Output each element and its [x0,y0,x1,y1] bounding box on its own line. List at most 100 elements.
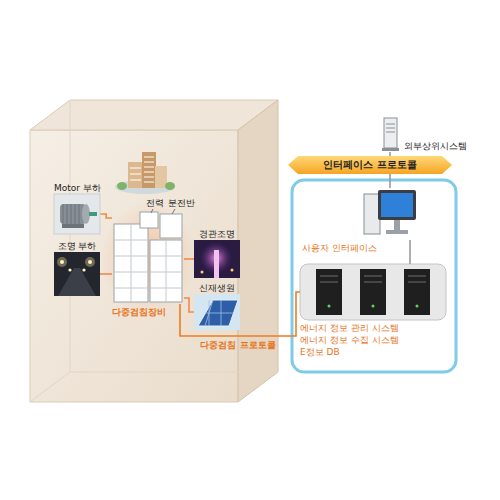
led [372,305,375,308]
lamp-glow [57,257,67,267]
server-base [382,148,399,151]
lamp-glow [85,257,95,267]
building-front [30,130,238,402]
building-floor [30,372,278,402]
source-node-text: 경관조명 [194,228,240,240]
stand [394,220,400,230]
server-case [384,118,397,148]
protocol-band [288,156,452,174]
source-node-text: 신재생원 [194,282,240,294]
server-tray [300,264,446,320]
computer-node: 사용자 인터페이스 [302,188,422,254]
solar-picture [194,294,240,330]
cabinet [114,224,148,302]
lamp [60,260,64,264]
computer-icon [364,190,416,234]
road [58,268,96,296]
building-side [238,100,278,402]
cabinet-lines [114,224,148,302]
cabinet [150,240,182,302]
protocol-band: 인터페이스 프로토콜 [288,156,452,174]
building-edge [70,100,71,372]
picture-frame [194,294,240,330]
part-label: 분전반 [168,197,195,209]
server-node-text: 에너지 정보 수집 시스템 [300,334,446,346]
icon-tower [155,166,167,188]
load-node-text: 조명 부하 [54,240,100,252]
connector [409,240,411,264]
lamp [88,260,92,264]
picture-area [54,194,100,234]
tower [214,250,219,278]
lamp [68,268,71,271]
system-panel: 사용자 인터페이스에너지 정보 관리 시스템에너지 정보 수집 시스템E정보 D… [292,180,456,372]
protocol-band-text: 인터페이스 프로토콜 [288,156,452,174]
landscape-picture [194,240,240,278]
icon-tower [128,162,143,188]
connector [389,174,391,188]
picture-area [112,212,184,304]
picture-area [362,188,418,240]
picture-area [380,118,400,152]
panel-box [160,214,182,238]
building-icon [115,152,175,194]
stand-base [386,230,408,234]
server-node-text: 에너지 정보 관리 시스템 [300,322,446,334]
source-node: 경관조명 [194,228,240,278]
server-node: 에너지 정보 관리 시스템에너지 정보 수집 시스템E정보 DB [300,264,446,358]
part-label: 전력 [146,197,164,209]
icon-windows [130,157,154,182]
load-node: 조명 부하 [54,240,100,296]
connector [184,258,194,260]
light [201,271,204,274]
monitor [378,190,416,220]
picture-area [300,264,446,320]
cabinet-glow [100,202,196,314]
load-node: Motor 부하 [54,182,101,234]
panel-grid [205,300,234,326]
server-rack [300,264,446,320]
connector [100,273,112,275]
screen [381,193,413,217]
meter-box [140,212,158,228]
server-icon [382,118,399,151]
picture-area [194,240,240,278]
picture-frame [54,252,100,296]
led [328,305,331,308]
picture-area [54,252,100,296]
load-node-text: Motor 부하 [54,182,101,194]
led [416,305,419,308]
building-top [30,100,278,130]
connector [180,292,300,336]
server-slots [386,124,395,132]
solar-panel [198,300,238,326]
leader-line [151,209,153,213]
picture-frame [194,240,240,278]
motor-ribs [63,204,79,224]
server-node: 외부상위시스템 [380,118,467,152]
server-bays [320,276,426,282]
picture-area [194,294,240,330]
motor-picture [54,194,100,234]
leader-line [172,209,175,214]
motor-foot [62,224,84,228]
lighting-picture [54,252,100,296]
icon-tree [117,182,127,190]
system-panel [292,180,456,372]
metering-node: 다중검침장비 [112,212,184,318]
connector [100,214,112,218]
light [231,269,234,272]
icon-tree [165,182,175,190]
connector [184,298,194,312]
computer-node-text: 사용자 인터페이스 [302,242,422,254]
pc-tower [364,194,380,234]
cabinet-picture [100,202,196,314]
connector [389,152,391,156]
source-node: 신재생원 [194,282,240,330]
motor-end [82,204,90,224]
picture-frame [54,194,100,234]
lamp [82,268,85,271]
protocol-label: 다중검침 프로토콜 [200,339,275,351]
